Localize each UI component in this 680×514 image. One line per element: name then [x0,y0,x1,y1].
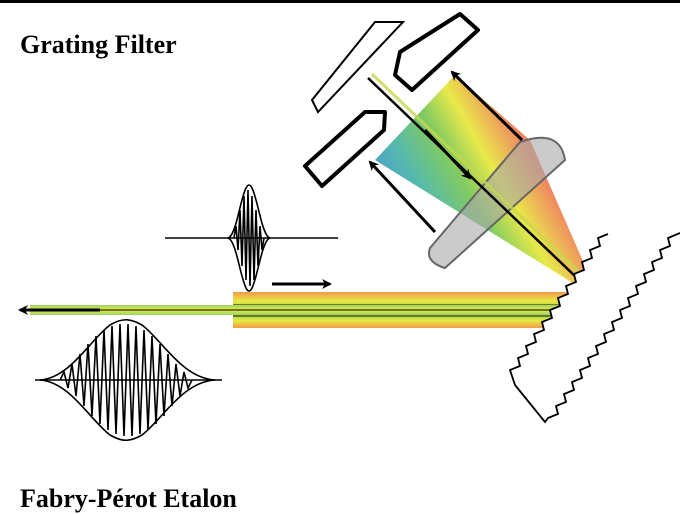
center-ray [367,77,601,301]
arrow-center [423,128,472,180]
top-border [0,0,680,3]
end-mirror [310,21,406,114]
output-pulse-waveform [35,318,222,442]
grating-filter-diagram [18,12,680,442]
center-ray-highlight [370,72,606,298]
arrow-return-upper [450,70,524,142]
slit-jaw-upper [393,12,480,92]
slit-jaw-lower [303,110,387,188]
input-pulse-waveform [165,184,338,292]
arrow-return-lower [368,160,437,234]
diffraction-grating [508,232,680,424]
diagram-title: Grating Filter [20,30,177,59]
